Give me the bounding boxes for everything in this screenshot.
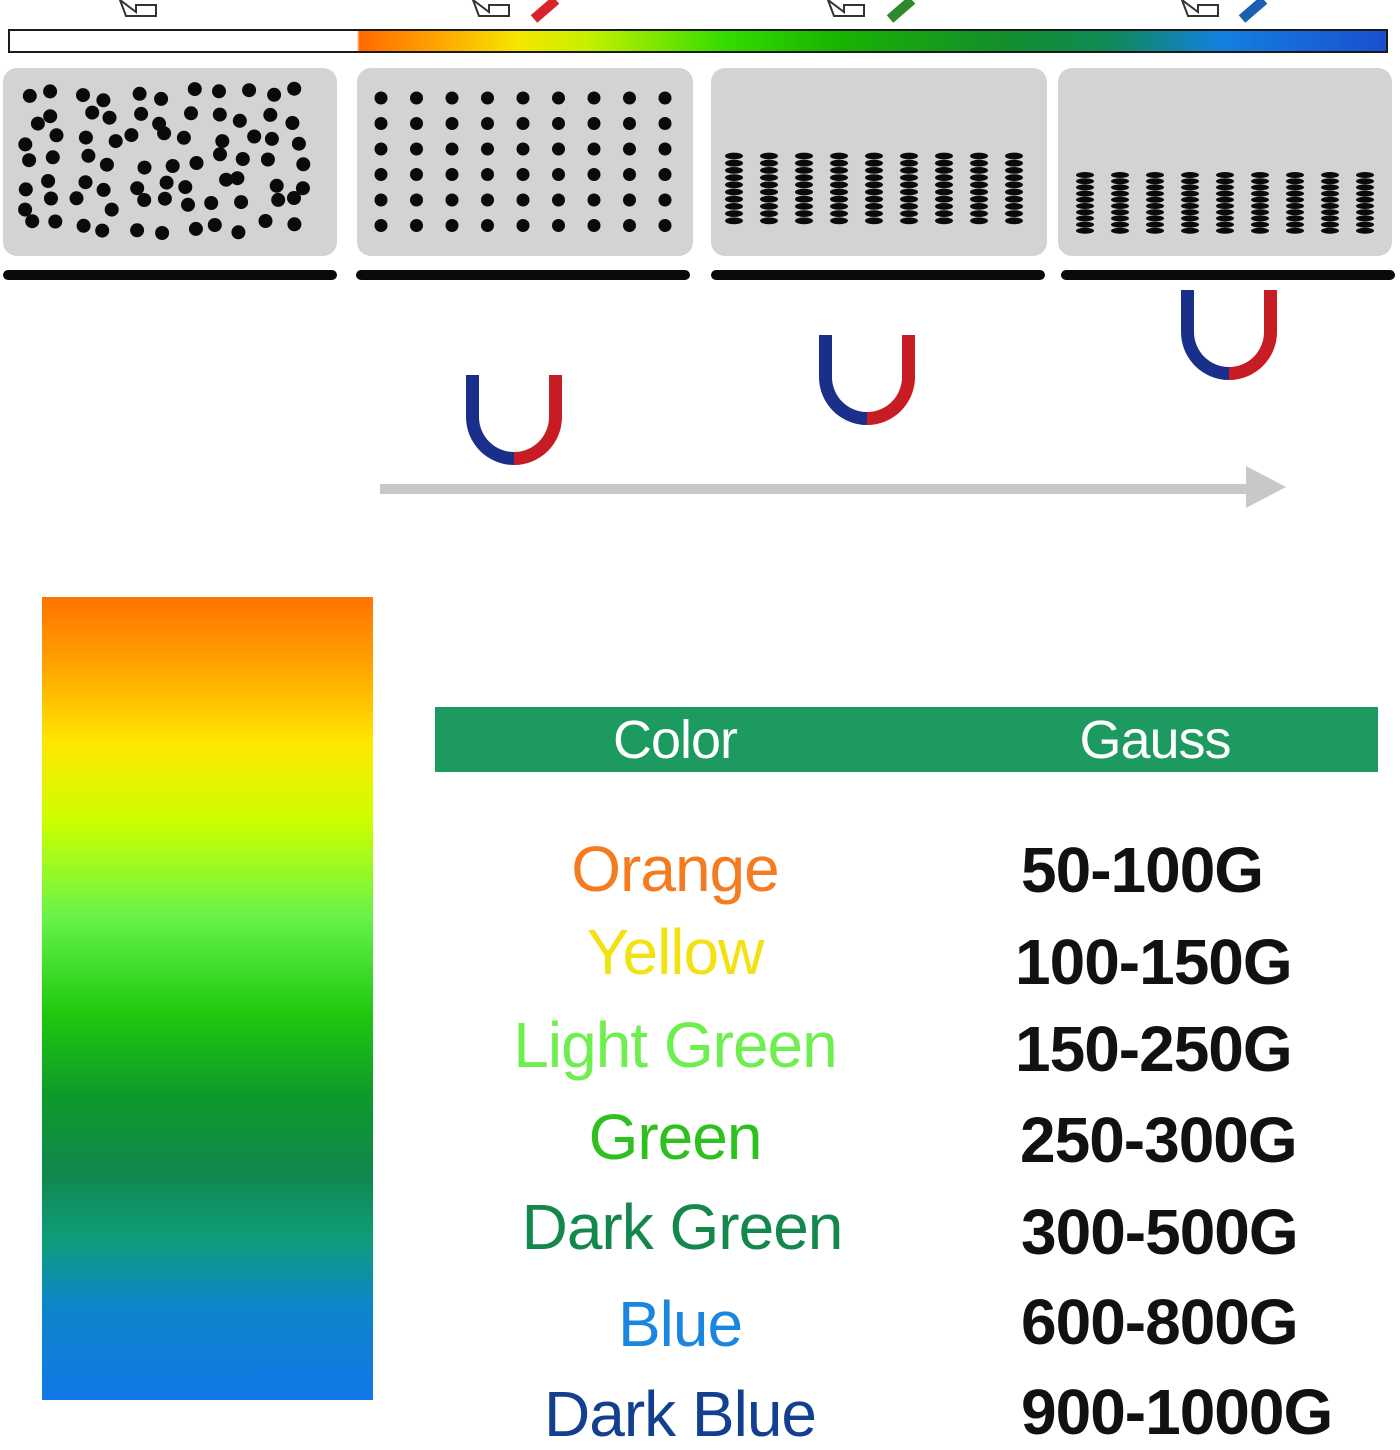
color-label-blue: Blue	[617, 1288, 743, 1360]
magnetic-particle-diagram	[3, 0, 1395, 508]
field-strength-gradient-bar	[8, 29, 1388, 53]
color-label-yellow: Yellow	[586, 916, 765, 988]
horseshoe-magnet-icon	[1181, 290, 1277, 380]
color-label-light-green: Light Green	[513, 1009, 837, 1081]
stacked-particles-medium	[725, 152, 1023, 225]
gauss-value-blue: 600-800G	[1021, 1286, 1299, 1358]
color-indicator-sticks	[530, 0, 1268, 23]
color-label-green: Green	[588, 1101, 763, 1173]
stacked-particles-strong	[1076, 172, 1374, 234]
gauss-value-light-green: 150-250G	[1015, 1013, 1293, 1085]
gauss-value-dark-green: 300-500G	[1021, 1196, 1299, 1268]
gauss-value-orange: 50-100G	[1021, 834, 1264, 906]
pointer-arrow-icon	[118, 0, 1219, 17]
color-label-dark-green: Dark Green	[521, 1191, 844, 1263]
column-header-color: Color	[612, 710, 738, 770]
color-label-orange: Orange	[571, 833, 779, 905]
arrow-right-icon	[380, 466, 1286, 508]
color-label-dark-blue: Dark Blue	[544, 1378, 817, 1450]
gauss-value-dark-blue: 900-1000G	[1021, 1376, 1333, 1448]
gauss-value-yellow: 100-150G	[1015, 926, 1293, 998]
column-header-gauss: Gauss	[1079, 710, 1231, 770]
horseshoe-magnet-icon	[466, 375, 562, 465]
aligned-particles	[374, 91, 672, 232]
horseshoe-magnet-icon	[819, 335, 915, 425]
color-scale-legend	[42, 597, 373, 1400]
gauss-value-green: 250-300G	[1020, 1104, 1298, 1176]
table-header	[435, 707, 1378, 772]
random-particles	[18, 81, 311, 240]
